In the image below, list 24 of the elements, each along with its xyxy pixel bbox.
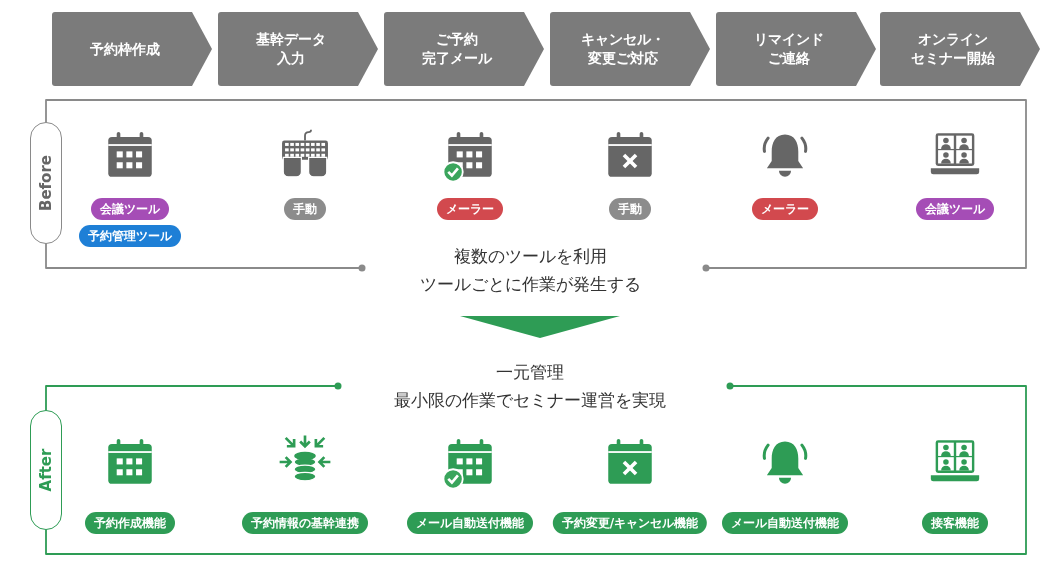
tool-tag: 会議ツール — [91, 198, 169, 220]
tool-tag: メール自動送付機能 — [722, 512, 848, 534]
section-tab: After — [30, 410, 62, 530]
tool-tag: メーラー — [752, 198, 818, 220]
tool-tag: メール自動送付機能 — [407, 512, 533, 534]
down-arrow — [460, 316, 620, 338]
tool-tag: 手動 — [284, 198, 326, 220]
process-step: 基幹データ入力 — [218, 12, 378, 86]
tool-tag: メーラー — [437, 198, 503, 220]
tool-tag: 接客機能 — [922, 512, 988, 534]
process-step: 予約枠作成 — [52, 12, 212, 86]
section-tab: Before — [30, 122, 62, 244]
process-step: オンラインセミナー開始 — [880, 12, 1040, 86]
tool-tag: 予約管理ツール — [79, 225, 181, 247]
tool-tag: 予約変更/キャンセル機能 — [552, 512, 708, 534]
tool-tag: 会議ツール — [916, 198, 994, 220]
tool-tag: 手動 — [609, 198, 651, 220]
process-step: キャンセル・変更ご対応 — [550, 12, 710, 86]
process-step: リマインドご連絡 — [716, 12, 876, 86]
process-step: ご予約完了メール — [384, 12, 544, 86]
summary-text: 複数のツールを利用ツールごとに作業が発生する — [418, 245, 642, 296]
tool-tag: 予約作成機能 — [85, 512, 175, 534]
tool-tag: 予約情報の基幹連携 — [242, 512, 368, 534]
summary-text: 一元管理最小限の作業でセミナー運営を実現 — [393, 361, 667, 412]
